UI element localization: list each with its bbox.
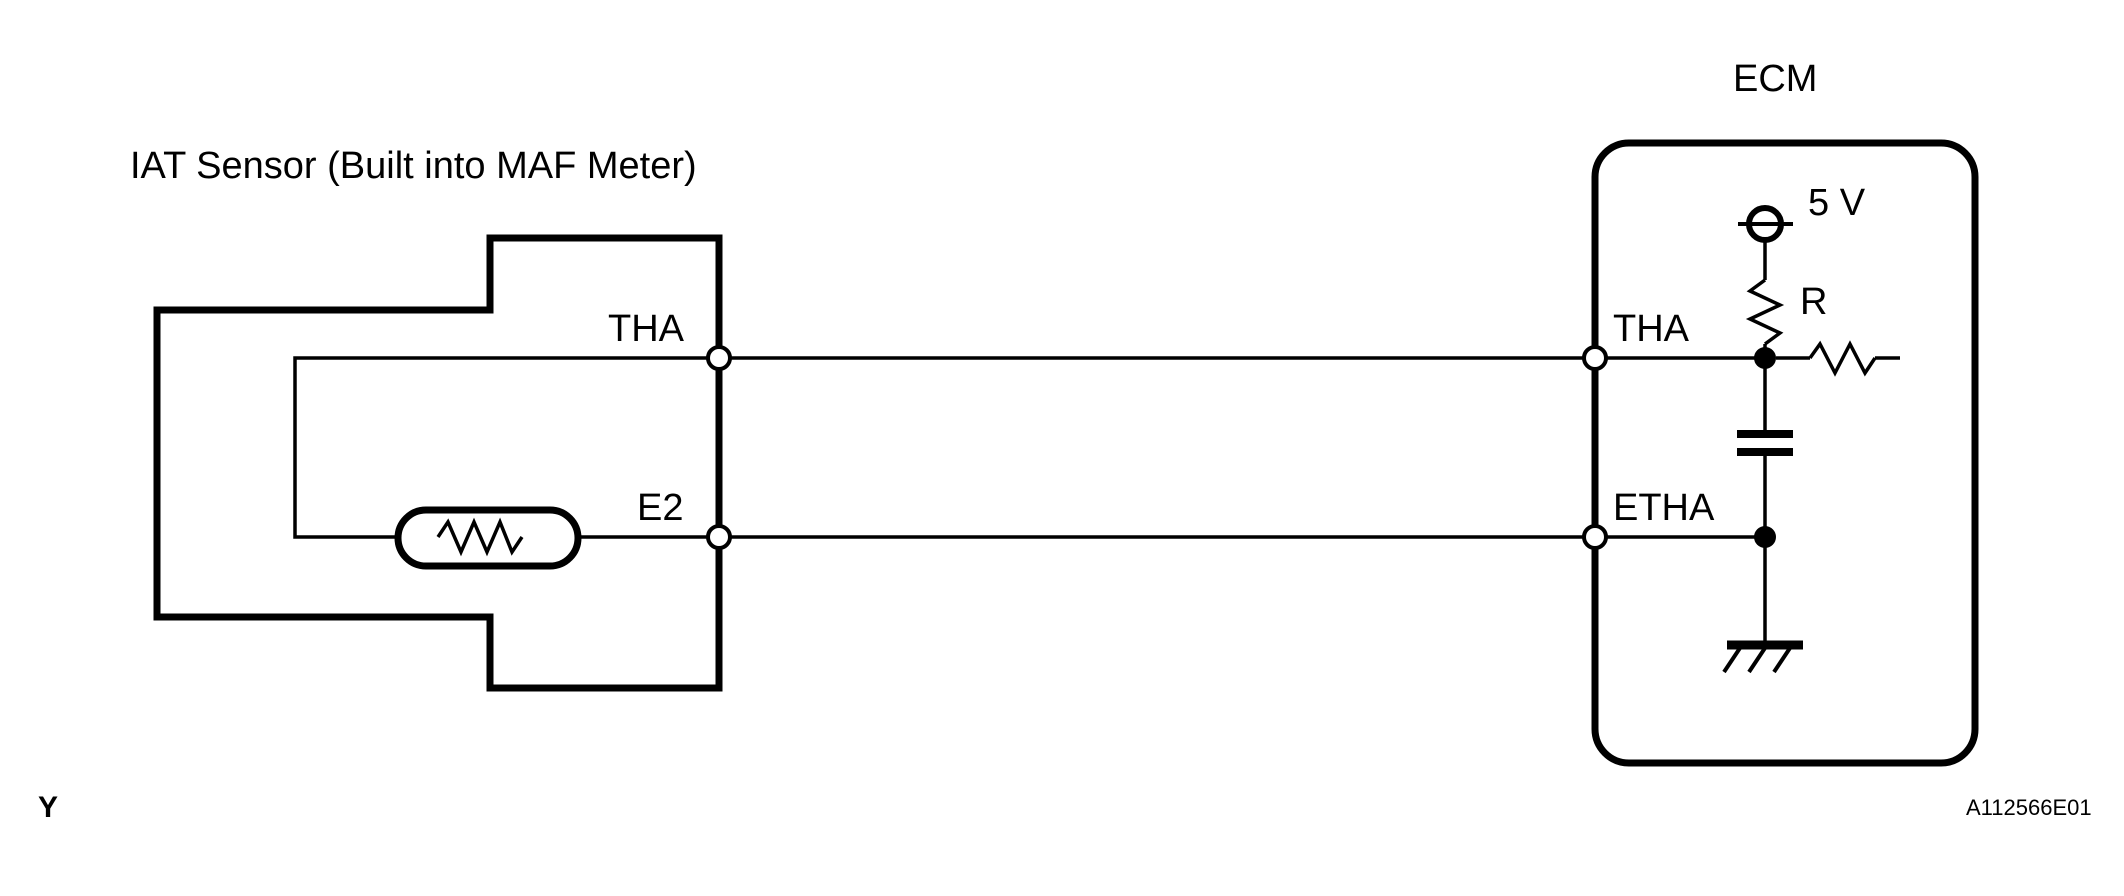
ecm-pin-label-tha: THA <box>1613 308 1689 350</box>
part-number-label: A112566E01 <box>1966 795 2092 820</box>
junction-dot-tha <box>1754 347 1776 369</box>
thermistor-body <box>394 506 582 570</box>
series-resistor-icon <box>1808 340 1877 377</box>
ground-hatch-3-icon <box>1772 646 1792 674</box>
sensor-title-label: IAT Sensor (Built into MAF Meter) <box>130 145 697 187</box>
pullup-resistor-label: R <box>1800 281 1828 323</box>
sensor-housing-outline <box>153 234 723 692</box>
ecm-pin-label-etha: ETHA <box>1613 487 1715 529</box>
sensor-pin-label-e2: E2 <box>637 487 684 529</box>
ecm-enclosure-outline <box>1591 139 1979 767</box>
junction-dot-etha <box>1754 526 1776 548</box>
thermistor-zigzag-icon <box>436 517 524 557</box>
sensor-pin-label-tha: THA <box>608 308 684 350</box>
corner-mark-label: Y <box>38 791 59 824</box>
supply-source-circle-icon <box>1746 205 1784 243</box>
sensor-terminal-tha-icon <box>706 345 732 371</box>
sensor-terminal-e2-icon <box>706 524 732 550</box>
ground-hatch-1-icon <box>1722 646 1742 674</box>
ecm-terminal-tha-icon <box>1582 345 1608 371</box>
ecm-title-label: ECM <box>1733 58 1818 100</box>
ecm-terminal-etha-icon <box>1582 524 1608 550</box>
supply-voltage-label: 5 V <box>1808 182 1866 224</box>
pullup-resistor-r-icon <box>1745 278 1785 346</box>
ground-hatch-2-icon <box>1747 646 1767 674</box>
